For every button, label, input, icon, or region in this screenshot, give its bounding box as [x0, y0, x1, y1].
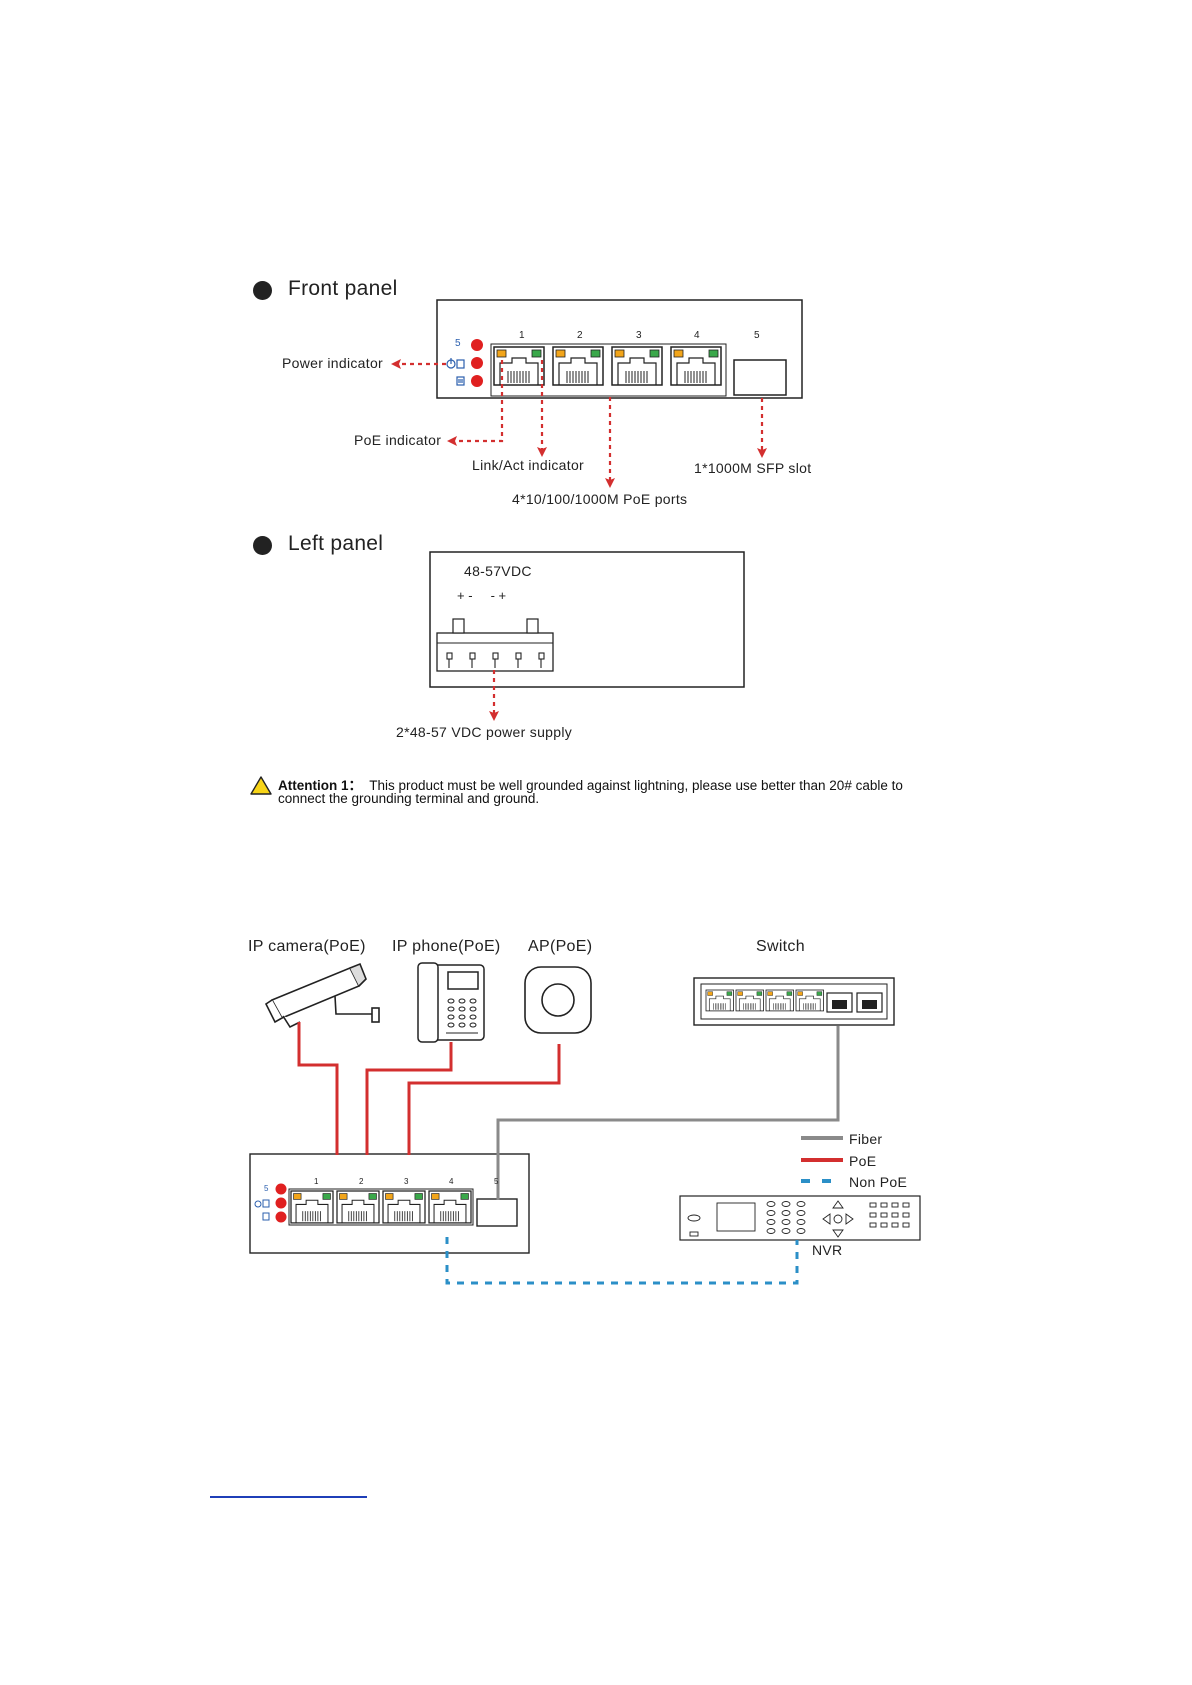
ip-phone-icon	[417, 962, 485, 1043]
power-indicator-label: Power indicator	[282, 355, 383, 371]
legend-fiber-label: Fiber	[849, 1131, 883, 1147]
front-port-number-4: 4	[694, 330, 700, 341]
poe-ports-label: 4*10/100/1000M PoE ports	[512, 491, 688, 507]
left-panel-heading: Left panel	[288, 532, 384, 555]
ap-label: AP(PoE)	[528, 938, 593, 955]
poe-indicator-label: PoE indicator	[354, 432, 442, 448]
switch-icon	[693, 977, 895, 1026]
phone-poe-cable	[365, 1042, 453, 1155]
polarity-label: + - - +	[457, 588, 507, 603]
topo-port-number-1: 1	[314, 1177, 319, 1186]
rj45-port-4	[670, 346, 722, 386]
led-poe	[471, 375, 483, 387]
link-act-indicator-label: Link/Act indicator	[472, 457, 585, 473]
attention-text-1: This product must be well grounded again…	[369, 778, 903, 793]
ip-camera-label: IP camera(PoE)	[248, 938, 366, 955]
led-power	[471, 357, 483, 369]
front-port-number-5: 5	[754, 330, 760, 341]
power-led-icon	[446, 358, 465, 369]
left-panel-bullet	[253, 536, 272, 555]
voltage-label: 48-57VDC	[464, 563, 532, 579]
topo-led-label-5: 5	[264, 1184, 269, 1193]
poe-cables	[297, 1022, 561, 1155]
front-led-label-5: 5	[455, 338, 461, 349]
topo-port-number-4: 4	[449, 1177, 454, 1186]
poe-indicator-arrow	[447, 360, 504, 446]
warning-icon	[250, 776, 272, 795]
ap-icon	[524, 966, 592, 1034]
ip-camera-icon	[264, 962, 380, 1029]
front-panel-device	[436, 299, 803, 399]
attention-prefix: Attention 1：	[278, 778, 362, 793]
front-port-number-3: 3	[636, 330, 642, 341]
left-panel-device	[429, 551, 745, 688]
ip-phone-label: IP phone(PoE)	[392, 938, 501, 955]
front-port-number-1: 1	[519, 330, 525, 341]
switch-label: Switch	[756, 938, 805, 955]
nvr-label: NVR	[812, 1242, 843, 1258]
attention-line-2: connect the grounding terminal and groun…	[278, 791, 540, 806]
poe-switch-device	[249, 1153, 530, 1254]
front-panel-arrows	[391, 359, 767, 488]
legend-poe-label: PoE	[849, 1153, 877, 1169]
topo-port-number-5: 5	[494, 1177, 499, 1186]
attention-line-1: Attention 1： This product must be well g…	[278, 774, 903, 794]
power-supply-label: 2*48-57 VDC power supply	[396, 724, 573, 740]
sfp-slot-label: 1*1000M SFP slot	[694, 460, 812, 476]
front-panel-heading: Front panel	[288, 277, 398, 300]
topo-port-number-2: 2	[359, 1177, 364, 1186]
sfp-slot	[733, 359, 787, 396]
front-port-number-2: 2	[577, 330, 583, 341]
nvr-device	[679, 1195, 921, 1241]
legend-nonpoe-label: Non PoE	[849, 1174, 908, 1190]
poe-led-icon	[456, 376, 465, 386]
rj45-port-3	[611, 346, 663, 386]
rj45-port-2	[552, 346, 604, 386]
poe-switch-sfp	[476, 1198, 518, 1227]
led-5	[471, 339, 483, 351]
fiber-cable	[496, 1026, 840, 1200]
camera-poe-cable	[297, 1022, 339, 1155]
front-panel-bullet	[253, 281, 272, 300]
topo-port-number-3: 3	[404, 1177, 409, 1186]
ap-poe-cable	[407, 1044, 561, 1155]
